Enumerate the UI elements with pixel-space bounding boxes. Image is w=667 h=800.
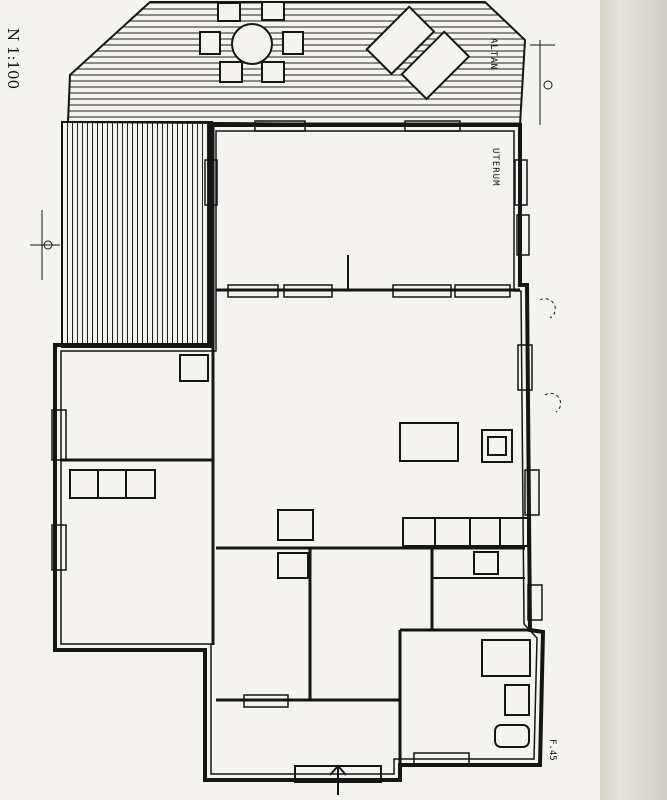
fridge	[481, 429, 513, 463]
sunroom-label: UTERUM	[490, 148, 500, 187]
round-table	[231, 23, 273, 65]
sun-lounger	[365, 5, 436, 76]
note-mark: F.45	[547, 739, 557, 761]
sink	[504, 684, 530, 716]
stove	[473, 551, 499, 575]
book-page-edge	[600, 0, 667, 800]
sun-lounger	[400, 30, 471, 101]
toilet	[494, 724, 530, 748]
left-deck	[61, 121, 213, 348]
fireplace	[277, 509, 314, 541]
kitchen-counter	[402, 517, 529, 547]
shower	[481, 639, 531, 677]
windows	[51, 120, 543, 766]
balcony-label: ALTAN	[488, 38, 498, 71]
counter-island	[399, 422, 459, 462]
